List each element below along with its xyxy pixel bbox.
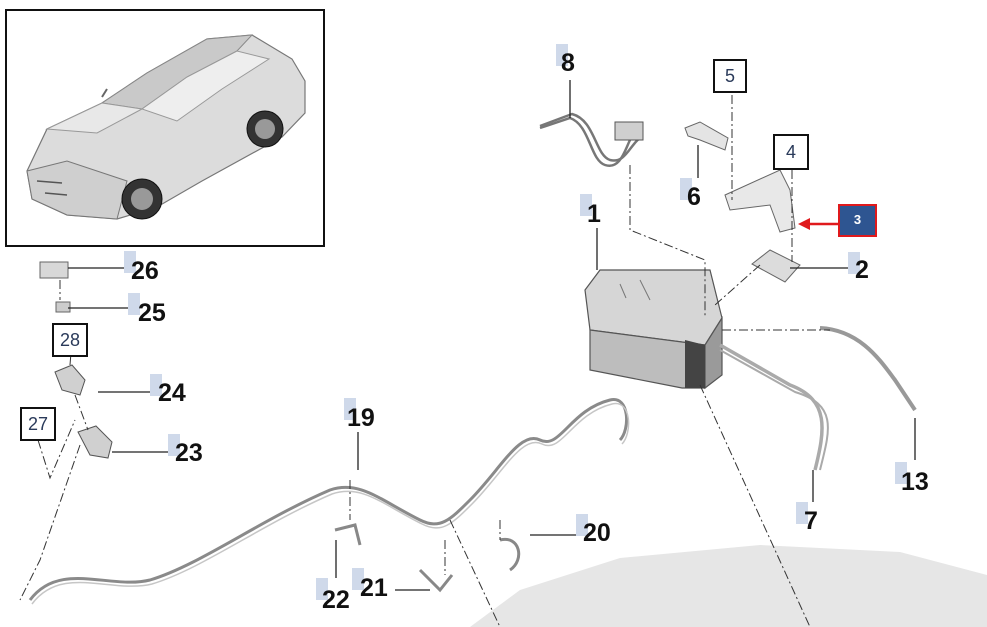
label-8[interactable]: 8 [561,49,575,77]
label-13[interactable]: 13 [901,468,929,496]
label-4[interactable]: 4 [773,134,809,170]
label-21[interactable]: 21 [360,574,388,602]
ghost-body-outline [470,545,987,627]
vehicle-inset [5,9,325,247]
label-3-highlighted[interactable]: 3 [838,204,877,237]
label-19[interactable]: 19 [347,404,375,432]
callout-lines [68,80,916,591]
ground-strap-13 [819,326,917,412]
label-7[interactable]: 7 [804,507,818,535]
tag-bg-8 [556,44,568,66]
red-arrow-icon [798,218,838,230]
part-25-illustration [55,301,71,313]
label-20[interactable]: 20 [583,519,611,547]
cable-7 [719,343,824,471]
battery-illustration [584,269,723,390]
label-28[interactable]: 28 [52,323,88,357]
tag-bg-1 [580,194,592,216]
part-26-illustration [39,261,69,279]
holder-illustration [724,169,796,233]
bracket-illustration [684,121,729,151]
tag-bg-26 [124,251,136,273]
tag-bg-19 [344,398,356,420]
battery-cable-illustration [539,112,644,168]
tag-bg-23 [168,434,180,456]
tag-bg-20 [576,514,588,536]
leader-lines [19,95,830,627]
tag-bg-2 [848,252,860,274]
clamp-illustration [751,249,801,283]
tag-bg-13 [895,462,907,484]
car-illustration [26,34,306,220]
label-26[interactable]: 26 [131,257,159,285]
tag-bg-24 [150,374,162,396]
label-25[interactable]: 25 [138,299,166,327]
tag-bg-22 [316,578,328,600]
label-27[interactable]: 27 [20,407,56,441]
label-5[interactable]: 5 [713,59,747,93]
wiring-harness [28,398,629,601]
part-24-illustration [54,364,86,396]
label-22[interactable]: 22 [322,586,350,614]
tag-bg-7 [796,502,808,524]
part-23-illustration [77,425,113,459]
tag-bg-25 [128,293,140,315]
tag-bg-6 [680,178,692,200]
label-1[interactable]: 1 [587,200,601,228]
label-6[interactable]: 6 [687,183,701,211]
label-23[interactable]: 23 [175,439,203,467]
label-24[interactable]: 24 [158,379,186,407]
label-2[interactable]: 2 [855,256,869,284]
tag-bg-21 [352,568,364,590]
